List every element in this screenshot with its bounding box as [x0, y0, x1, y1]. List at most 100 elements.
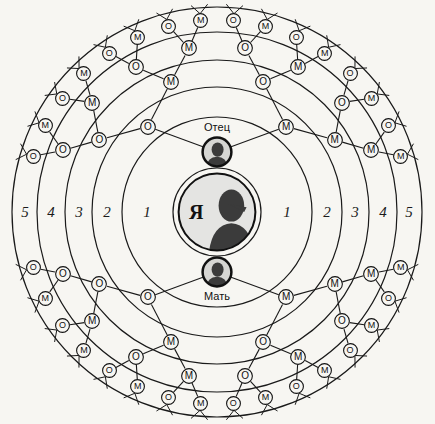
generation-number: 3: [74, 204, 84, 220]
ancestor-letter: О: [59, 269, 67, 279]
lineage-line: [344, 81, 348, 95]
branch-tick: [200, 4, 208, 14]
ancestor-letter: М: [262, 393, 270, 402]
lineage-line: [94, 292, 98, 314]
branch-tick: [16, 154, 27, 159]
ancestor-border: [162, 391, 176, 405]
ancestor-circle: М: [327, 276, 343, 292]
branch-tick: [67, 67, 79, 69]
ancestor-letter: О: [59, 321, 66, 330]
branch-tick: [267, 13, 277, 19]
ancestor-letter: М: [294, 62, 302, 72]
ancestor-letter: О: [230, 399, 237, 408]
ancestor-border: [226, 396, 240, 410]
ancestor-border: [256, 335, 271, 350]
lineage-line: [236, 28, 242, 41]
ancestor-circle: О: [102, 46, 117, 61]
branch-tick: [267, 405, 277, 411]
ancestor-circle: О: [289, 30, 304, 45]
ancestor-circle: О: [128, 349, 144, 365]
ancestor-letter: М: [197, 399, 205, 408]
ring-number-holder: 5: [404, 203, 414, 221]
branch-tick: [261, 405, 267, 416]
silhouette: [207, 262, 228, 287]
ancestor-circle: М: [76, 66, 91, 81]
parent-heading: Мать: [202, 291, 232, 302]
lineage-line: [350, 99, 364, 101]
ancestor-border: [364, 266, 379, 281]
branch-tick: [234, 6, 243, 14]
ancestor-letter: М: [88, 98, 96, 108]
generation-number: 4: [378, 204, 388, 220]
ancestor-border: [279, 290, 294, 305]
branch-tick: [354, 355, 355, 367]
ancestor-border: [291, 60, 306, 75]
branch-tick: [407, 270, 413, 281]
ancestor-circle: М: [84, 95, 100, 111]
ancestor-letter: М: [167, 337, 175, 347]
ring-number-holder: 5: [20, 203, 30, 221]
parent-portrait: Отец: [202, 137, 232, 167]
ancestor-circle: М: [290, 349, 306, 365]
ancestor-border: [364, 143, 379, 158]
portrait-ground: [203, 258, 232, 287]
ancestor-letter: О: [293, 382, 300, 391]
ancestor-letter: М: [134, 382, 142, 391]
branch-tick: [395, 298, 407, 301]
lineage-line: [70, 323, 84, 325]
ancestor-letter: О: [385, 121, 392, 130]
ancestor-circle: М: [317, 46, 332, 61]
ring-number-holder: 3: [74, 203, 84, 221]
ring-number-holder: 2: [102, 203, 112, 221]
branch-tick: [191, 6, 200, 14]
lineage-line: [143, 70, 163, 79]
branch-tick: [191, 410, 200, 418]
branch-tick: [16, 264, 27, 269]
ancestor-letter: О: [241, 371, 249, 381]
ancestor-border: [365, 319, 379, 333]
lineage-line: [231, 129, 279, 147]
ancestor-border: [56, 91, 70, 105]
ancestor-letter: М: [321, 49, 329, 58]
ancestor-border: [140, 119, 155, 134]
ancestor-letter: О: [106, 366, 113, 375]
branch-tick: [21, 270, 27, 281]
branch-tick: [94, 45, 106, 48]
ancestor-border: [334, 95, 349, 110]
lineage-line: [116, 57, 129, 64]
ancestor-letter: М: [88, 316, 96, 326]
ring-number-holder: 2: [322, 203, 332, 221]
ancestor-letter: М: [80, 346, 88, 355]
ancestor-circle: О: [334, 313, 350, 329]
ancestor-border: [334, 314, 349, 329]
ancestor-circle: М: [38, 118, 53, 133]
lineage-line: [379, 269, 393, 272]
ancestor-border: [343, 343, 357, 357]
lineage-line: [267, 305, 283, 335]
ancestor-circle: М: [278, 289, 294, 305]
ancestor-circle: О: [289, 379, 304, 394]
branch-tick: [355, 355, 367, 357]
branch-ticks: [16, 4, 419, 420]
portrait-border: [203, 138, 232, 167]
lineage-line: [342, 276, 363, 282]
lineage-line: [231, 277, 279, 295]
branch-tick: [327, 377, 329, 389]
ancestor-circle: О: [255, 74, 271, 90]
lineage-line: [136, 365, 138, 380]
branch-tick: [354, 56, 355, 68]
lineage-line: [175, 55, 185, 74]
branch-tick: [295, 393, 299, 404]
ancestor-letter: М: [321, 366, 329, 375]
ancestor-circle: О: [55, 142, 71, 158]
generation-ring: [122, 117, 312, 307]
ancestor-letter: М: [80, 69, 88, 78]
ancestor-border: [382, 119, 396, 133]
branch-tick: [395, 123, 407, 126]
portrait-circle: [202, 137, 232, 167]
ancestor-letter: О: [241, 43, 249, 53]
portrait-circle: [202, 257, 232, 287]
ancestor-border: [289, 380, 303, 394]
